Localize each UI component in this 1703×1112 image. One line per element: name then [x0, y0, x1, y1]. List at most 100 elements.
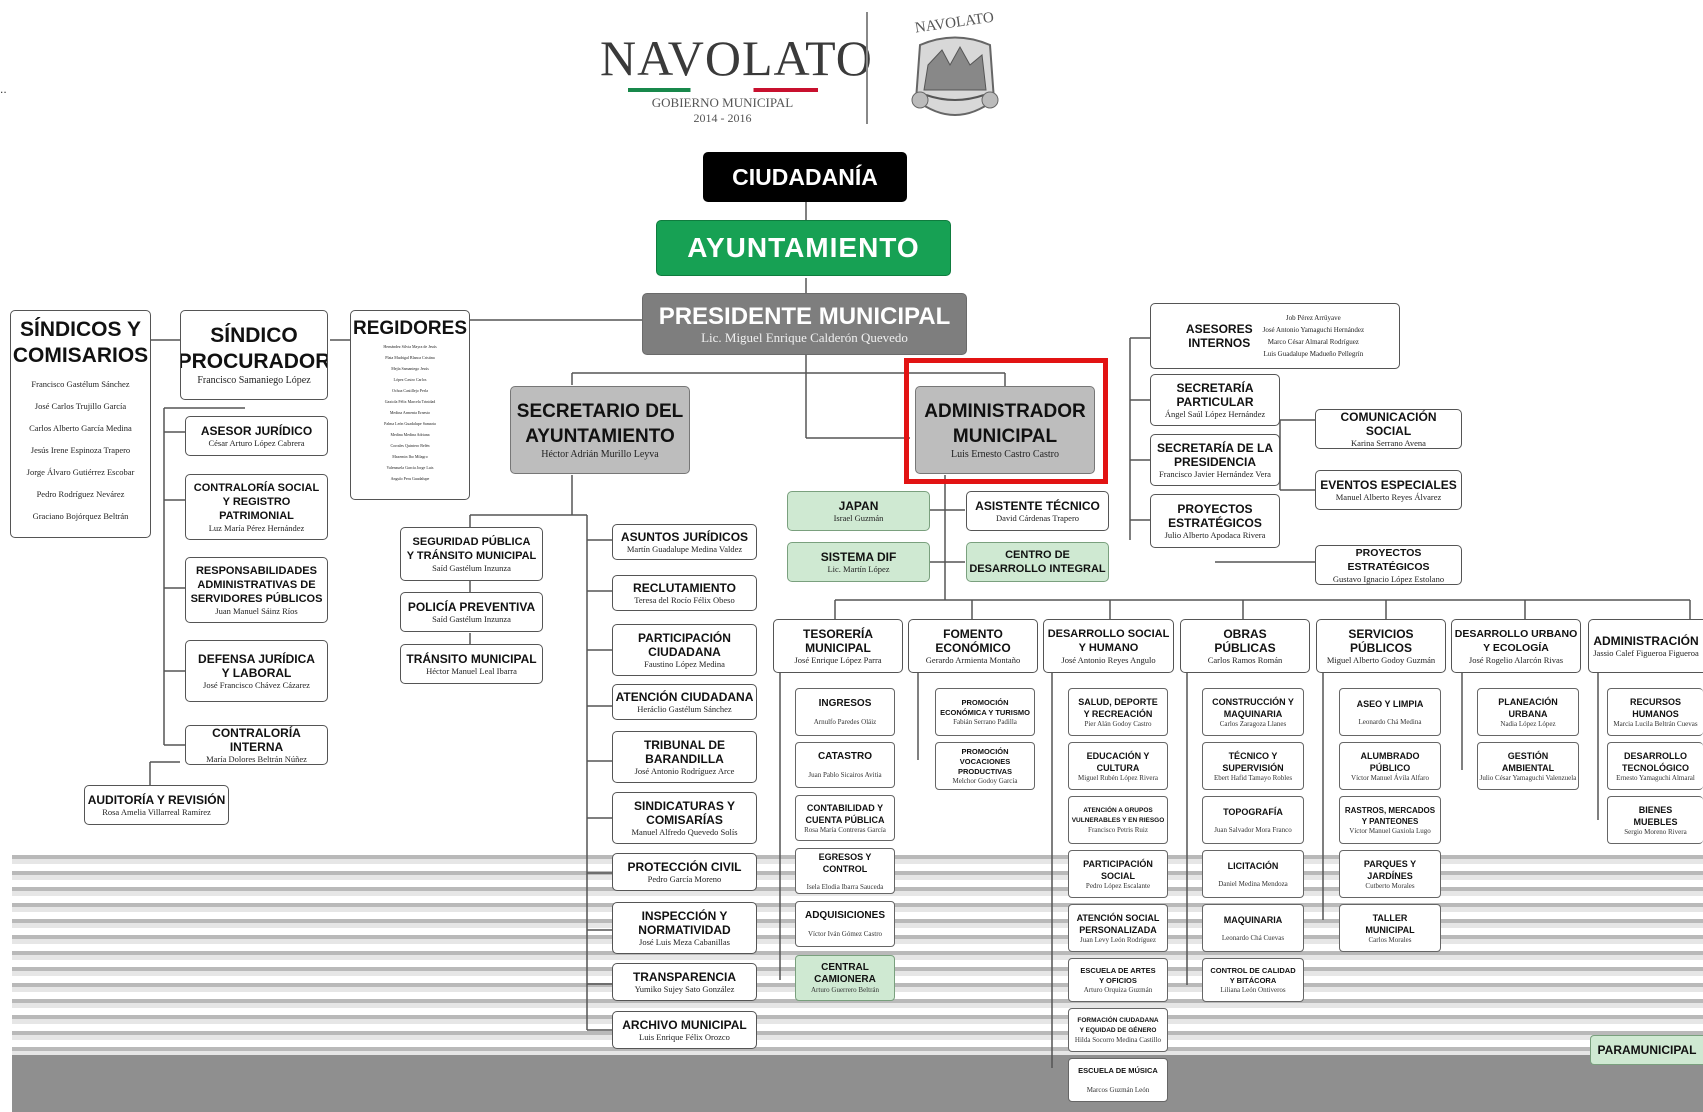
promocion-economica-box[interactable]: PROMOCIÓN ECONÓMICA Y TURISMO Fabián Ser…	[935, 688, 1035, 736]
asesor-juridico-box[interactable]: ASESOR JURÍDICO César Arturo López Cabre…	[185, 416, 328, 456]
desarrollo-tecnologico-box[interactable]: DESARROLLO TECNOLÓGICO Ernesto Yamaguchi…	[1607, 742, 1703, 790]
unit-name: Faustino López Medina	[644, 659, 725, 669]
educacion-cultura-box[interactable]: EDUCACIÓN Y CULTURA Miguel Rubén López R…	[1068, 742, 1168, 790]
atencion-social-box[interactable]: ATENCIÓN SOCIAL PERSONALIZADA Juan Levy …	[1068, 904, 1168, 952]
svg-text:NAVOLATO: NAVOLATO	[914, 10, 995, 37]
unit-name: Cutberto Morales	[1365, 881, 1415, 890]
licitacion-box[interactable]: LICITACIÓN Daniel Medina Mendoza	[1202, 850, 1304, 898]
presidente-title: PRESIDENTE MUNICIPAL	[658, 302, 951, 330]
defensa-juridica-box[interactable]: DEFENSA JURÍDICA Y LABORAL José Francisc…	[185, 640, 328, 702]
ingresos-box[interactable]: INGRESOS Arnulfo Paredes Oláiz	[795, 688, 895, 736]
recursos-humanos-box[interactable]: RECURSOS HUMANOS Marcia Lucila Beltrán C…	[1607, 688, 1703, 736]
unit-name: Arturo Guerrero Beltrán	[810, 985, 880, 994]
alumbrado-publico-box[interactable]: ALUMBRADO PÚBLICO Víctor Manuel Ávila Al…	[1339, 742, 1441, 790]
asuntos-juridicos-box[interactable]: ASUNTOS JURÍDICOS Martín Guadalupe Medin…	[612, 524, 757, 560]
ayuntamiento-box[interactable]: AYUNTAMIENTO	[656, 220, 951, 276]
secretario-ayuntamiento-box[interactable]: SECRETARIO DEL AYUNTAMIENTO Héctor Adriá…	[510, 386, 690, 474]
presidente-municipal-box[interactable]: PRESIDENTE MUNICIPAL Lic. Miguel Enrique…	[642, 293, 967, 355]
asesores-internos-box[interactable]: ASESORES INTERNOS Job Pérez Arrüyave Jos…	[1150, 303, 1400, 369]
paramunicipal-box[interactable]: PARAMUNICIPAL	[1590, 1035, 1703, 1065]
responsabilidades-box[interactable]: RESPONSABILIDADES ADMINISTRATIVAS DE SER…	[185, 557, 328, 623]
centro-desarrollo-integral-box[interactable]: CENTRO DE DESARROLLO INTEGRAL	[966, 542, 1109, 582]
transparencia-box[interactable]: TRANSPARENCIA Yumiko Sujey Sato González	[612, 963, 757, 1001]
direccion-obras-box[interactable]: OBRAS PÚBLICAS Carlos Ramos Román	[1180, 619, 1310, 673]
ciudadania-box[interactable]: CIUDADANÍA	[703, 152, 907, 202]
direccion-servicios-box[interactable]: SERVICIOS PÚBLICOS Miguel Alberto Godoy …	[1316, 619, 1446, 673]
escuela-musica-box[interactable]: ESCUELA DE MÚSICA Marcos Guzmán León	[1068, 1058, 1168, 1102]
sindico-procurador-box[interactable]: SÍNDICO PROCURADOR Francisco Samaniego L…	[180, 310, 328, 400]
participacion-social-box[interactable]: PARTICIPACIÓN SOCIAL Pedro López Escalan…	[1068, 850, 1168, 898]
unit-title: ESCUELA DE ARTES Y OFICIOS	[1080, 965, 1156, 985]
contraloria-social-box[interactable]: CONTRALORÍA SOCIAL Y REGISTRO PATRIMONIA…	[185, 474, 328, 540]
paramunicipal-label: PARAMUNICIPAL	[1597, 1043, 1697, 1057]
tribunal-barandilla-box[interactable]: TRIBUNAL DE BARANDILLA José Antonio Rodr…	[612, 731, 757, 783]
contraloria-interna-box[interactable]: CONTRALORÍA INTERNA María Dolores Beltrá…	[185, 725, 328, 765]
rastros-mercados-box[interactable]: RASTROS, MERCADOS Y PANTEONES Víctor Man…	[1339, 796, 1441, 844]
tecnico-supervision-box[interactable]: TÉCNICO Y SUPERVISIÓN Ebert Hafid Tamayo…	[1202, 742, 1304, 790]
formacion-ciudadana-box[interactable]: FORMACIÓN CIUDADANA Y EQUIDAD DE GÉNERO …	[1068, 1008, 1168, 1052]
japan-box[interactable]: JAPAN Israel Guzmán	[787, 491, 930, 531]
planeacion-urbana-box[interactable]: PLANEACIÓN URBANA Nadia López López	[1477, 688, 1579, 736]
seguridad-publica-box[interactable]: SEGURIDAD PÚBLICA Y TRÁNSITO MUNICIPAL S…	[400, 527, 543, 581]
central-camionera-box[interactable]: CENTRAL CAMIONERA Arturo Guerrero Beltrá…	[795, 955, 895, 1001]
egresos-control-box[interactable]: EGRESOS Y CONTROL Isela Elodia Ibarra Sa…	[795, 848, 895, 894]
unit-name: Nadia López López	[1500, 719, 1556, 728]
parques-jardines-box[interactable]: PARQUES Y JARDÍNES Cutberto Morales	[1339, 850, 1441, 898]
aseo-limpia-box[interactable]: ASEO Y LIMPIA Leonardo Chá Medina	[1339, 688, 1441, 736]
proyectos-estrategicos-2-box[interactable]: PROYECTOS ESTRATÉGICOS Gustavo Ignacio L…	[1315, 545, 1462, 585]
unit-title: COMUNICACIÓN SOCIAL	[1340, 410, 1437, 438]
secretaria-presidencia-box[interactable]: SECRETARÍA DE LA PRESIDENCIA Francisco J…	[1150, 434, 1280, 486]
direccion-desarrollo-urbano-box[interactable]: DESARROLLO URBANO Y ECOLOGÍA José Rogeli…	[1451, 619, 1581, 673]
direccion-fomento-box[interactable]: FOMENTO ECONÓMICO Gerardo Armienta Monta…	[908, 619, 1038, 673]
administrador-municipal-box[interactable]: ADMINISTRADOR MUNICIPAL Luis Ernesto Cas…	[915, 386, 1095, 474]
unit-title: DEFENSA JURÍDICA Y LABORAL	[198, 652, 315, 680]
regidores-box[interactable]: REGIDORES Hernández Silvia Mayra de Jesú…	[350, 310, 470, 500]
unit-name: José Francisco Chávez Cázarez	[203, 680, 310, 690]
grupos-vulnerables-box[interactable]: ATENCIÓN A GRUPOS VULNERABLES Y EN RIESG…	[1068, 796, 1168, 844]
direccion-administracion-box[interactable]: ADMINISTRACIÓN Jassio Calef Figueroa Fig…	[1588, 619, 1703, 673]
secretaria-particular-box[interactable]: SECRETARÍA PARTICULAR Ángel Saúl López H…	[1150, 374, 1280, 426]
direccion-desarrollo-social-box[interactable]: DESARROLLO SOCIAL Y HUMANO José Antonio …	[1043, 619, 1174, 673]
atencion-ciudadana-box[interactable]: ATENCIÓN CIUDADANA Heráclio Gastélum Sán…	[612, 684, 757, 720]
unit-title: ADQUISICIONES	[804, 909, 885, 921]
eventos-especiales-box[interactable]: EVENTOS ESPECIALES Manuel Alberto Reyes …	[1315, 470, 1462, 510]
transito-municipal-box[interactable]: TRÁNSITO MUNICIPAL Héctor Manuel Leal Ib…	[400, 644, 543, 684]
sistema-dif-box[interactable]: SISTEMA DIF Lic. Martín López	[787, 542, 930, 582]
sindicaturas-comisarias-box[interactable]: SINDICATURAS Y COMISARÍAS Manuel Alfredo…	[612, 792, 757, 844]
proteccion-civil-box[interactable]: PROTECCIÓN CIVIL Pedro García Moreno	[612, 853, 757, 891]
participacion-ciudadana-box[interactable]: PARTICIPACIÓN CIUDADANA Faustino López M…	[612, 624, 757, 676]
unit-title: GESTIÓN AMBIENTAL	[1501, 750, 1555, 773]
topografia-box[interactable]: TOPOGRAFÍA Juan Salvador Mora Franco	[1202, 796, 1304, 844]
unit-title: ASESOR JURÍDICO	[200, 424, 313, 438]
control-calidad-box[interactable]: CONTROL DE CALIDAD Y BITÁCORA Liliana Le…	[1202, 958, 1304, 1002]
unit-name: Pedro García Moreno	[647, 874, 722, 884]
contabilidad-box[interactable]: CONTABILIDAD Y CUENTA PÚBLICA Rosa María…	[795, 795, 895, 841]
direccion-tesoreria-box[interactable]: TESORERÍA MUNICIPAL José Enrique López P…	[773, 619, 903, 673]
comunicacion-social-box[interactable]: COMUNICACIÓN SOCIAL Karina Serrano Avena	[1315, 409, 1462, 449]
catastro-box[interactable]: CATASTRO Juan Pablo Sicairos Avitia	[795, 742, 895, 788]
auditoria-revision-box[interactable]: AUDITORÍA Y REVISIÓN Rosa Amelia Villarr…	[84, 785, 229, 825]
promocion-vocaciones-box[interactable]: PROMOCIÓN VOCACIONES PRODUCTIVAS Melchor…	[935, 742, 1035, 790]
maquinaria-box[interactable]: MAQUINARIA Leonardo Chá Cuevas	[1202, 904, 1304, 952]
construccion-maquinaria-box[interactable]: CONSTRUCCIÓN Y MAQUINARIA Carlos Zaragoz…	[1202, 688, 1304, 736]
policia-preventiva-box[interactable]: POLICÍA PREVENTIVA Saíd Gastélum Inzunza	[400, 592, 543, 632]
gestion-ambiental-box[interactable]: GESTIÓN AMBIENTAL Julio César Yamaguchi …	[1477, 742, 1579, 790]
reclutamiento-box[interactable]: RECLUTAMIENTO Teresa del Rocío Félix Obe…	[612, 575, 757, 611]
salud-deporte-box[interactable]: SALUD, DEPORTE Y RECREACIÓN Pier Alán Go…	[1068, 688, 1168, 736]
unit-title: ASEO Y LIMPIA	[1356, 698, 1424, 709]
bienes-muebles-box[interactable]: BIENES MUEBLES Sergio Moreno Rivera	[1607, 796, 1703, 844]
unit-title: CONSTRUCCIÓN Y MAQUINARIA	[1212, 696, 1294, 719]
escuela-artes-box[interactable]: ESCUELA DE ARTES Y OFICIOS Arturo Orquiz…	[1068, 958, 1168, 1002]
sindicos-comisarios-box[interactable]: SÍNDICOS Y COMISARIOS Francisco Gastélum…	[10, 310, 151, 538]
unit-title: PROMOCIÓN ECONÓMICA Y TURISMO	[940, 697, 1030, 717]
adquisiciones-box[interactable]: ADQUISICIONES Víctor Iván Gómez Castro	[795, 901, 895, 947]
archivo-municipal-box[interactable]: ARCHIVO MUNICIPAL Luis Enrique Félix Oro…	[612, 1011, 757, 1049]
unit-title: AUDITORÍA Y REVISIÓN	[87, 793, 226, 807]
inspeccion-normatividad-box[interactable]: INSPECCIÓN Y NORMATIVIDAD José Luis Meza…	[612, 902, 757, 954]
unit-name: Francisco Petris Ruiz	[1088, 825, 1148, 834]
proyectos-estrategicos-box[interactable]: PROYECTOS ESTRATÉGICOS Julio Alberto Apo…	[1150, 494, 1280, 548]
asistente-tecnico-box[interactable]: ASISTENTE TÉCNICO David Cárdenas Trapero	[966, 491, 1109, 531]
taller-municipal-box[interactable]: TALLER MUNICIPAL Carlos Morales	[1339, 904, 1441, 952]
unit-title: CONTRALORÍA SOCIAL Y REGISTRO PATRIMONIA…	[193, 482, 320, 522]
unit-name: Saíd Gastélum Inzunza	[432, 563, 511, 573]
